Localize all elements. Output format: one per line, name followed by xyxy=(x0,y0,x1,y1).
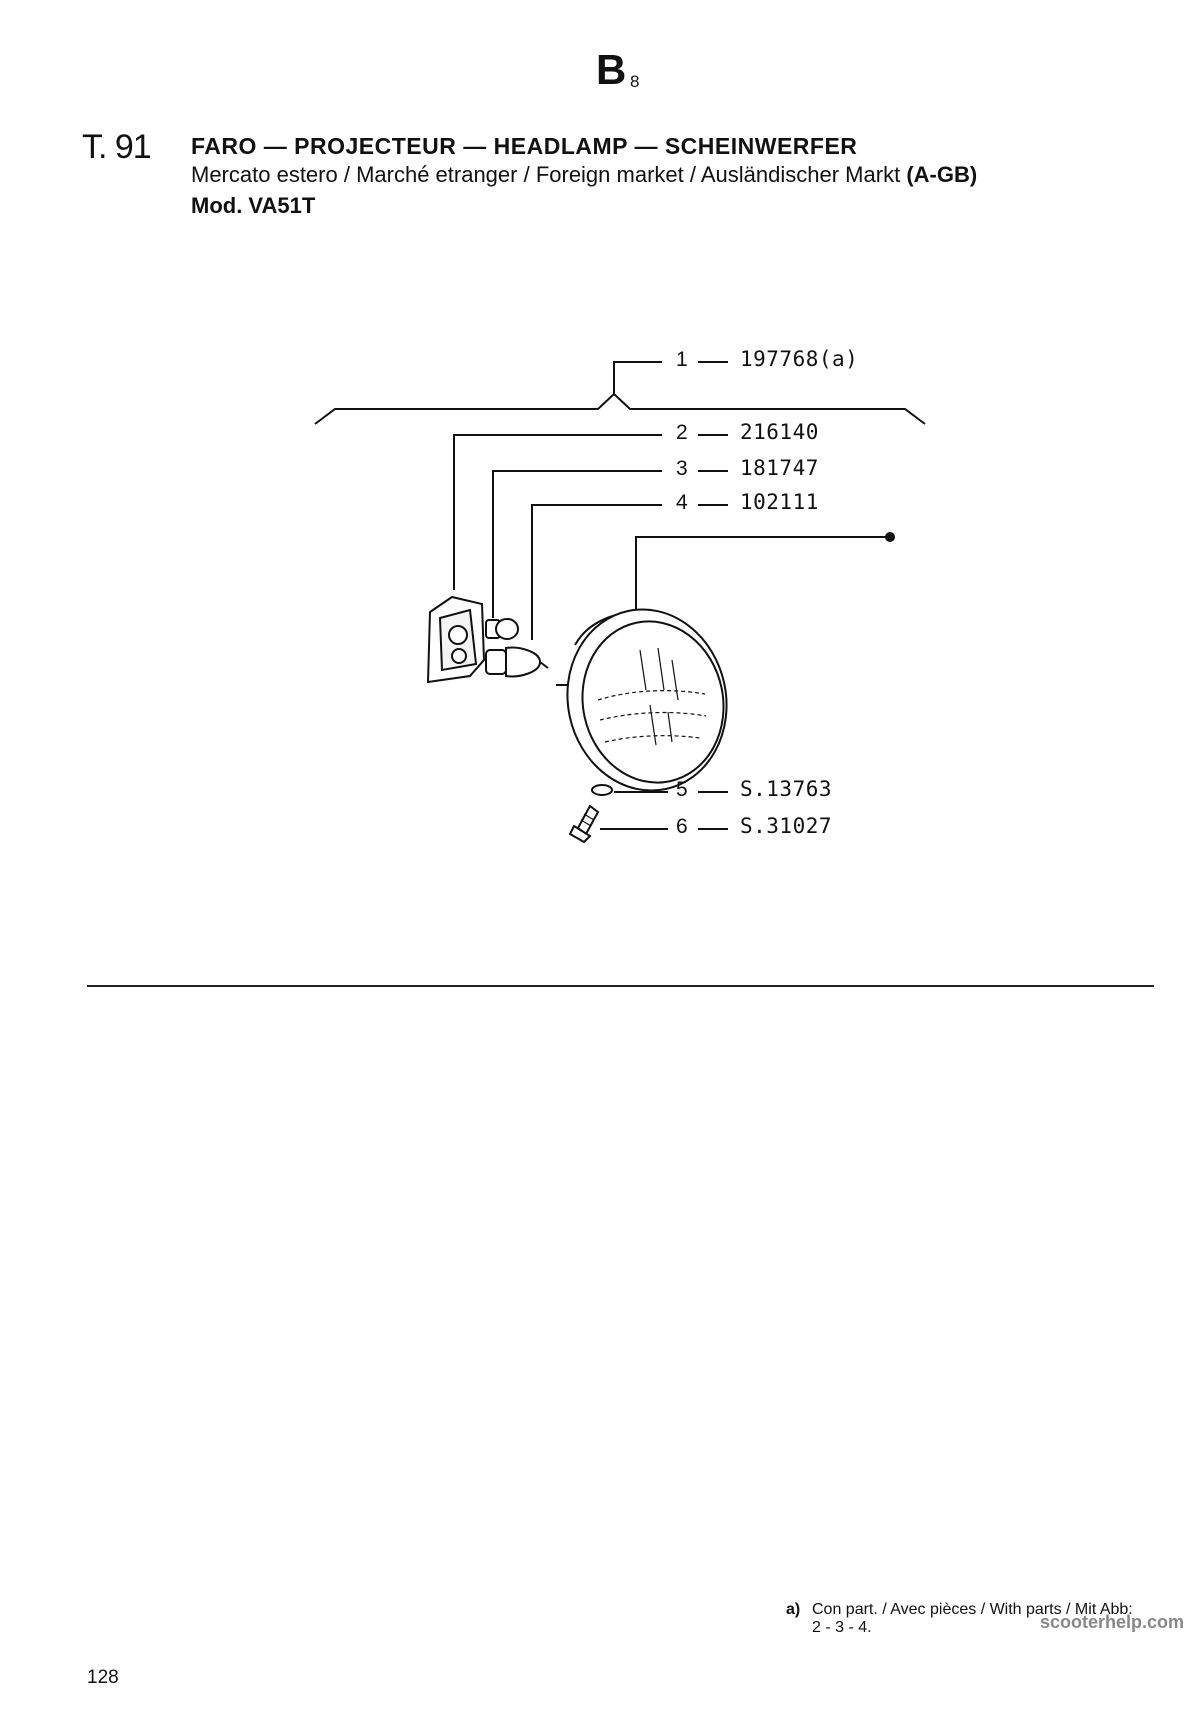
page-number: 128 xyxy=(87,1667,119,1688)
market-code: (A-GB) xyxy=(906,162,978,187)
market-line: Mercato estero / Marché etranger / Forei… xyxy=(191,162,977,188)
headlamp-unit-icon xyxy=(556,608,728,792)
leader-line-2 xyxy=(453,434,662,590)
table-number: T. 91 xyxy=(82,128,152,166)
footnote-text: Con part. / Avec pièces / With parts / M… xyxy=(812,1601,1133,1618)
washer-icon xyxy=(591,784,613,796)
watermark: scooterhelp.com xyxy=(1040,1612,1185,1632)
part-code-1: 197768(a) xyxy=(740,347,859,371)
part-ref-4: 4 xyxy=(676,491,688,514)
leader-line-3 xyxy=(492,470,662,618)
main-bulb-icon xyxy=(485,646,549,678)
section-subscript: 8 xyxy=(630,72,640,91)
leader-line-4 xyxy=(531,504,662,640)
footnote-parts: 2 - 3 - 4. xyxy=(812,1619,872,1636)
section-letter: B xyxy=(596,46,627,93)
part-code-6: S.31027 xyxy=(740,814,833,838)
screw-icon xyxy=(568,804,600,844)
part-code-3: 181747 xyxy=(740,456,819,480)
part-ref-3: 3 xyxy=(676,457,688,480)
part-ref-1: 1 xyxy=(676,348,688,371)
leader-line-1 xyxy=(613,361,662,394)
part-code-4: 102111 xyxy=(740,490,819,514)
model-line: Mod. VA51T xyxy=(191,193,316,218)
page-title: FARO — PROJECTEUR — HEADLAMP — SCHEINWER… xyxy=(191,133,858,159)
small-bulb-icon xyxy=(485,618,519,640)
section-divider xyxy=(87,985,1154,987)
part-ref-5: 5 xyxy=(676,778,688,801)
footnote-marker: a) xyxy=(786,1601,801,1618)
market-text: Mercato estero / Marché etranger / Forei… xyxy=(191,162,901,187)
leader-line-headlamp xyxy=(635,536,887,612)
part-code-2: 216140 xyxy=(740,420,819,444)
part-ref-2: 2 xyxy=(676,421,688,444)
leader-dot xyxy=(885,532,895,542)
part-code-5: S.13763 xyxy=(740,777,833,801)
part-ref-6: 6 xyxy=(676,815,688,838)
bulb-holder-icon xyxy=(426,595,486,684)
